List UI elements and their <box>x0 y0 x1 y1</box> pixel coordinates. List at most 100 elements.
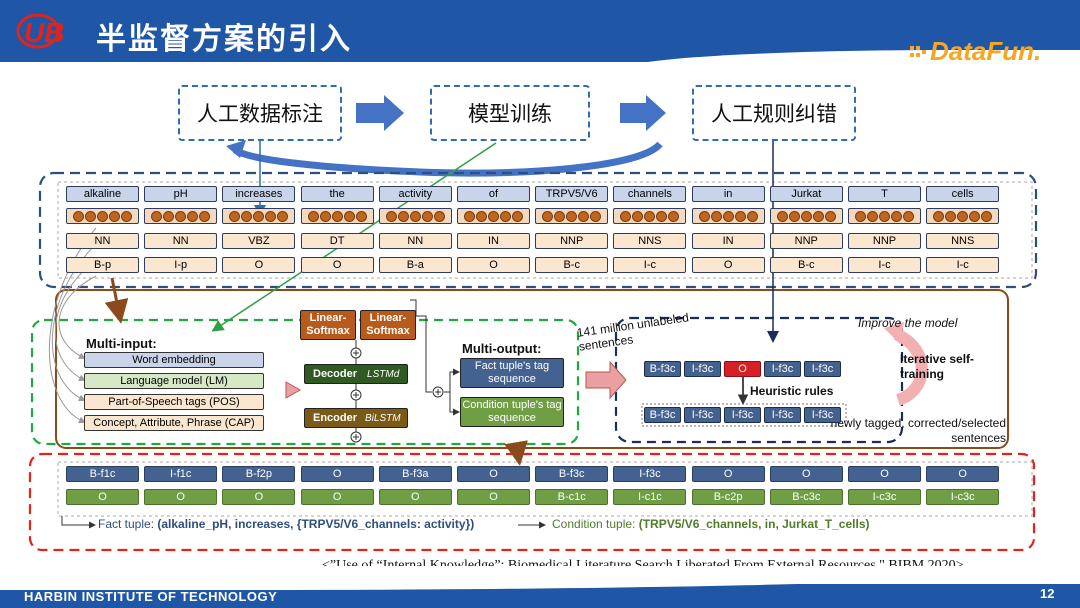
brand-dots-icon <box>910 46 926 57</box>
token-bio-tag: B-c <box>535 257 609 273</box>
token-pos-tag: NN <box>378 233 452 249</box>
embedding-dot-icon <box>800 210 812 222</box>
embedding-cell <box>848 208 921 224</box>
fact-tuple-line: Fact tuple: (alkaline_pH, increases, {TR… <box>98 517 474 531</box>
embedding-dot-icon <box>879 210 890 222</box>
token-bio-tag: I-p <box>144 257 218 273</box>
token-word: TRPV5/V6 <box>535 186 609 202</box>
embedding-cell <box>613 208 687 224</box>
embedding-dot-icon <box>331 210 343 222</box>
embedding-dot-icon <box>319 210 331 222</box>
embedding-dot-icon <box>981 210 993 222</box>
input-word-embedding: Word embedding <box>84 352 264 368</box>
svg-text:UB: UB <box>24 17 64 48</box>
embedding-dot-icon <box>566 210 578 222</box>
embedding-dot-icon <box>891 210 902 222</box>
fact-tag: O <box>457 466 530 482</box>
input-cap: Concept, Attribute, Phrase (CAP) <box>84 415 264 431</box>
step-model-training: 模型训练 <box>430 85 590 141</box>
embedding-dot-icon <box>73 210 84 222</box>
output-condition-sequence: Condition tuple's tag sequence <box>460 397 564 427</box>
page-number: 12 <box>1040 586 1055 601</box>
condition-tuple-value: (TRPV5/V6_channels, in, Jurkat_T_cells) <box>638 517 870 531</box>
fact-tag: O <box>769 466 843 482</box>
embedding-cell <box>222 208 296 224</box>
heuristic-tag-before: O <box>724 361 761 377</box>
condition-tag: B-c1c <box>535 489 609 505</box>
token-word: cells <box>926 186 1000 202</box>
heuristic-tag-before: B-f3c <box>644 361 681 377</box>
token-pos-tag: NNP <box>769 233 843 249</box>
token-bio-tag: B-c <box>769 257 843 273</box>
embedding-dot-icon <box>855 210 866 222</box>
embedding-dot-icon <box>734 210 746 222</box>
embedding-cell <box>926 208 1000 224</box>
embedding-dot-icon <box>945 210 957 222</box>
iterative-self-training-label: Iterative self-training <box>900 352 975 381</box>
heuristic-tag-before: I-f3c <box>764 361 801 377</box>
embedding-dot-icon <box>488 210 499 222</box>
condition-tag: B-c2p <box>691 489 765 505</box>
embedding-dot-icon <box>500 210 511 222</box>
embedding-cell <box>457 208 530 224</box>
token-pos-tag: NN <box>66 233 139 249</box>
embedding-dot-icon <box>277 210 289 222</box>
arrow-right-icon <box>620 95 666 131</box>
token-word: increases <box>222 186 296 202</box>
heuristic-tag-before: I-f3c <box>684 361 721 377</box>
token-bio-tag: O <box>300 257 374 273</box>
condition-tag: B-c3c <box>769 489 843 505</box>
fact-tag: B-f1c <box>66 466 139 482</box>
embedding-dot-icon <box>343 210 355 222</box>
fact-tag: B-f2p <box>222 466 296 482</box>
fact-tag: B-f3c <box>535 466 609 482</box>
softmax-block-1: Linear-Softmax <box>300 310 356 340</box>
embedding-cell <box>535 208 609 224</box>
fact-tag: I-f1c <box>144 466 218 482</box>
token-pos-tag: NN <box>144 233 218 249</box>
condition-tag: O <box>144 489 218 505</box>
embedding-dot-icon <box>656 210 668 222</box>
token-pos-tag: NNS <box>613 233 687 249</box>
encoder-label: Encoder <box>313 412 358 424</box>
embedding-dot-icon <box>265 210 277 222</box>
condition-tag: O <box>378 489 452 505</box>
token-word: channels <box>613 186 687 202</box>
fact-tag: O <box>691 466 765 482</box>
embedding-dot-icon <box>199 210 211 222</box>
condition-tuple-line: Condition tuple: (TRPV5/V6_channels, in,… <box>552 517 870 531</box>
condition-tag: I-c3c <box>848 489 921 505</box>
condition-tag: O <box>222 489 296 505</box>
embedding-dot-icon <box>812 210 824 222</box>
embedding-dot-icon <box>397 210 409 222</box>
embedding-dot-icon <box>746 210 758 222</box>
embedding-cell <box>66 208 139 224</box>
fact-tag: O <box>926 466 1000 482</box>
embedding-dot-icon <box>542 210 554 222</box>
condition-tag: O <box>300 489 374 505</box>
multi-output-title: Multi-output: <box>462 341 542 356</box>
token-pos-tag: NNP <box>535 233 609 249</box>
embedding-dot-icon <box>632 210 644 222</box>
embedding-dot-icon <box>175 210 187 222</box>
embedding-dot-icon <box>644 210 656 222</box>
embedding-dot-icon <box>512 210 523 222</box>
input-pos-tags: Part-of-Speech tags (POS) <box>84 394 264 410</box>
token-bio-tag: I-c <box>613 257 687 273</box>
embedding-dot-icon <box>433 210 445 222</box>
embedding-dot-icon <box>151 210 163 222</box>
embedding-dot-icon <box>253 210 265 222</box>
improve-model-note: Improve the model <box>858 316 958 330</box>
decoder-type: LSTMd <box>367 368 400 380</box>
heuristic-tag-after: I-f3c <box>724 407 761 423</box>
token-bio-tag: O <box>222 257 296 273</box>
step-rule-correction: 人工规则纠错 <box>692 85 856 141</box>
footer-institution: HARBIN INSTITUTE OF TECHNOLOGY <box>24 589 278 604</box>
fact-tag: I-f3c <box>613 466 687 482</box>
embedding-dot-icon <box>620 210 632 222</box>
embedding-dot-icon <box>476 210 487 222</box>
token-word: T <box>848 186 921 202</box>
embedding-dot-icon <box>710 210 722 222</box>
embedding-dot-icon <box>187 210 199 222</box>
